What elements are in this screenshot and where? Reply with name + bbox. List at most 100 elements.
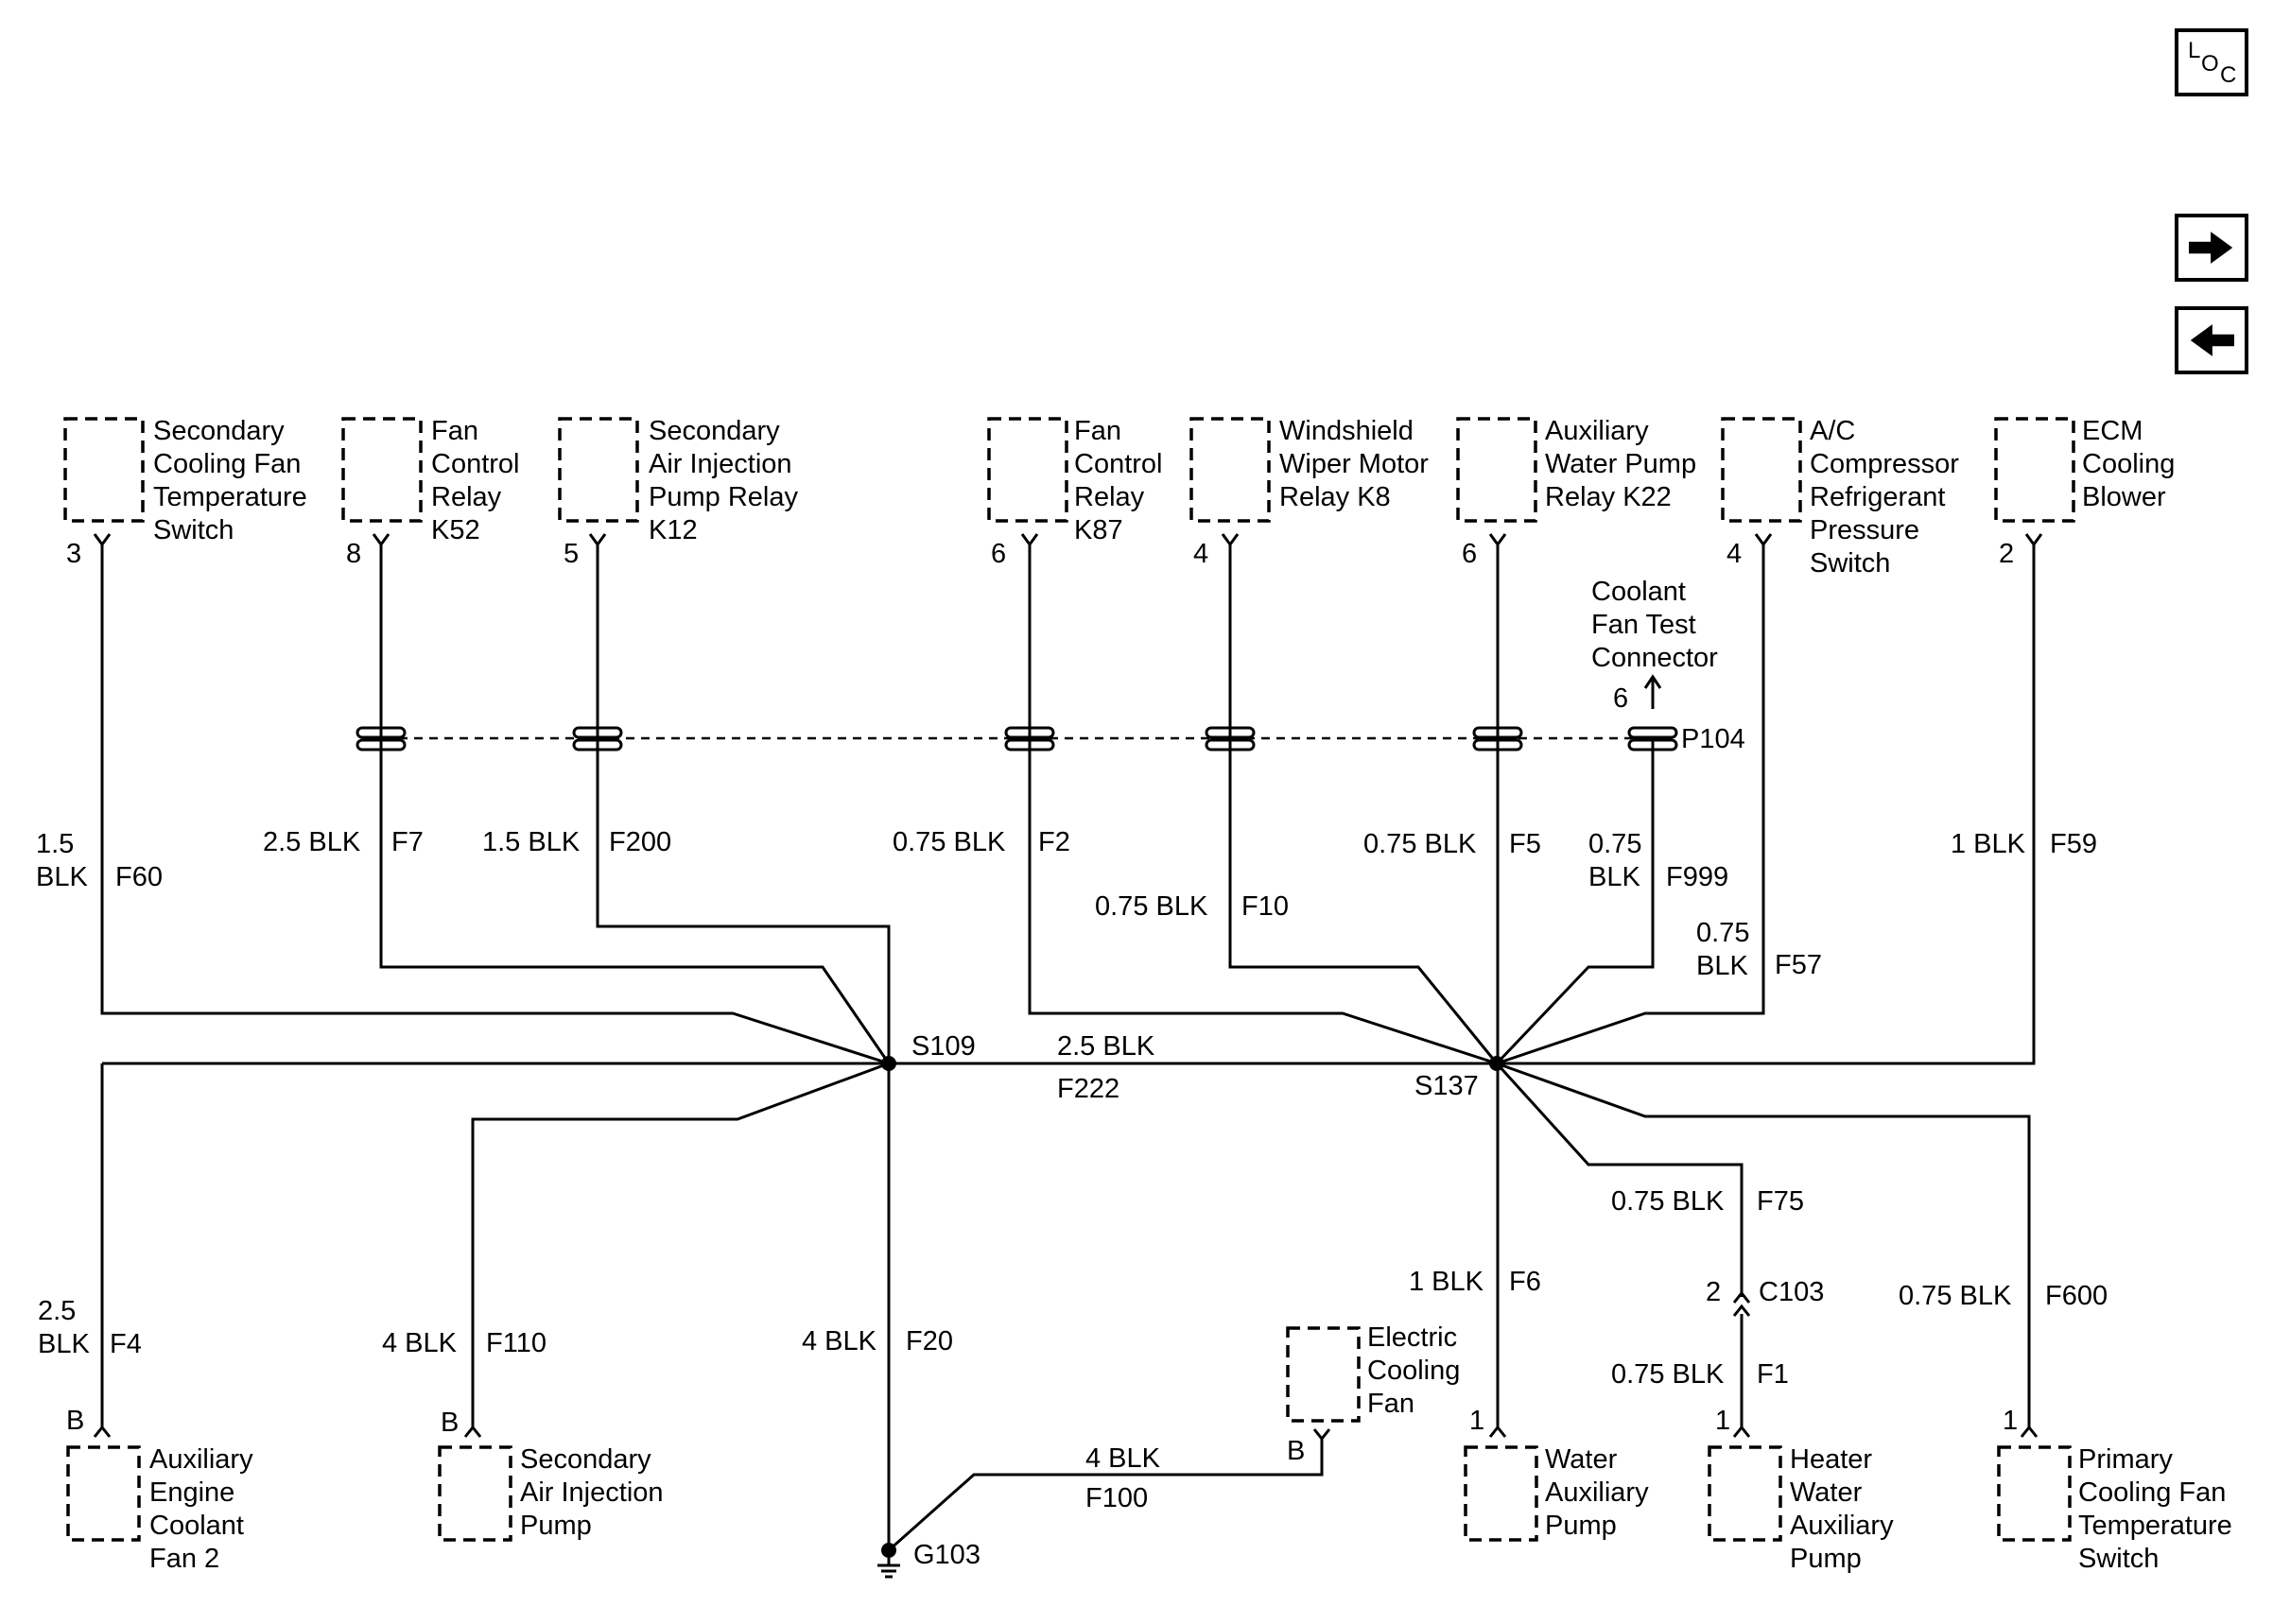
heater-pump-box xyxy=(1708,1445,1782,1542)
s137-wires xyxy=(1028,548,2036,1427)
pin-b-air-pump: B xyxy=(441,1408,459,1438)
f7-gauge: 2.5 BLK xyxy=(263,827,361,857)
f59-label: F59 xyxy=(2050,829,2097,859)
f10-label: F10 xyxy=(1241,891,1289,922)
fan-relay-k52-label: Fan Control Relay K52 xyxy=(431,416,528,545)
fan-relay-k87-label: Fan Control Relay K87 xyxy=(1074,416,1171,545)
pin-4-ac: 4 xyxy=(1726,539,1742,569)
loc-button[interactable]: L O C xyxy=(2175,28,2248,96)
pin-1-water-pump: 1 xyxy=(1469,1406,1484,1436)
pin-4-k8: 4 xyxy=(1193,539,1208,569)
f6-label: F6 xyxy=(1509,1267,1541,1297)
aux-pump-relay-label: Auxiliary Water Pump Relay K22 xyxy=(1545,416,1704,512)
f75-gauge: 0.75 BLK xyxy=(1611,1186,1725,1217)
electric-fan-terminal xyxy=(1312,1428,1331,1442)
sec-air-pump-box xyxy=(438,1445,512,1542)
pin-8: 8 xyxy=(346,539,361,569)
electric-fan-label: Electric Cooling Fan xyxy=(1367,1322,1467,1419)
ecm-blower-box xyxy=(1994,417,2075,523)
ac-switch-label: A/C Compressor Refrigerant Pressure Swit… xyxy=(1810,416,1967,579)
pin-b-aux-fan2: B xyxy=(66,1406,84,1436)
primary-switch-box xyxy=(1997,1445,2072,1542)
aux-coolant-fan2-label: Auxiliary Engine Coolant Fan 2 xyxy=(149,1444,261,1574)
s109-label: S109 xyxy=(911,1031,976,1062)
f1-label: F1 xyxy=(1757,1359,1789,1390)
aux-pump-relay-box xyxy=(1456,417,1537,523)
p104-label: P104 xyxy=(1681,724,1745,754)
loc-l-glyph: L xyxy=(2188,38,2201,63)
up-arrow-icon xyxy=(1643,674,1662,709)
electric-fan-box xyxy=(1286,1326,1361,1423)
f222-label: F222 xyxy=(1057,1074,1119,1104)
f57-gauge: 0.75 BLK xyxy=(1696,918,1758,981)
pin-5: 5 xyxy=(564,539,579,569)
f999-gauge: 0.75 BLK xyxy=(1588,829,1650,892)
f4-gauge: 2.5 BLK xyxy=(38,1296,90,1359)
fan-relay-k87-box xyxy=(987,417,1068,523)
sec-fan-temp-switch-box xyxy=(63,417,145,523)
forward-button[interactable] xyxy=(2175,214,2248,282)
sec-air-pump-relay-label: Secondary Air Injection Pump Relay K12 xyxy=(649,416,806,545)
right-arrow-icon xyxy=(2189,232,2233,264)
f20-gauge: 4 BLK xyxy=(802,1326,877,1356)
f75-label: F75 xyxy=(1757,1186,1804,1217)
pin-3: 3 xyxy=(66,539,81,569)
f6-gauge: 1 BLK xyxy=(1409,1267,1484,1297)
pin-1-primary-switch: 1 xyxy=(2003,1406,2018,1436)
water-aux-pump-box xyxy=(1464,1445,1538,1542)
wiper-relay-box xyxy=(1189,417,1271,523)
f600-gauge: 0.75 BLK xyxy=(1899,1281,2012,1311)
pin-6-test: 6 xyxy=(1613,683,1628,714)
heater-pump-label: Heater Water Auxiliary Pump xyxy=(1790,1444,1901,1574)
primary-switch-label: Primary Cooling Fan Temperature Switch xyxy=(2078,1444,2240,1574)
f100-gauge: 4 BLK xyxy=(1085,1443,1161,1474)
f100-label: F100 xyxy=(1085,1483,1148,1513)
s109-splice xyxy=(881,1056,896,1071)
f110-label: F110 xyxy=(486,1328,547,1358)
coolant-test-label: Coolant Fan Test Connector xyxy=(1591,577,1718,673)
f60-gauge: 1.5 BLK xyxy=(36,829,88,892)
c103-label: C103 xyxy=(1759,1277,1824,1307)
f999-label: F999 xyxy=(1666,862,1728,892)
f2-label: F2 xyxy=(1038,827,1070,857)
loc-o-glyph: O xyxy=(2201,51,2219,77)
f57-label: F57 xyxy=(1775,950,1822,980)
f110-gauge: 4 BLK xyxy=(382,1328,458,1358)
top-terminals xyxy=(93,533,2043,548)
f200-label: F200 xyxy=(609,827,671,857)
ecm-blower-label: ECM Cooling Blower xyxy=(2082,416,2182,512)
pin-2-ecm: 2 xyxy=(1999,539,2014,569)
f7-label: F7 xyxy=(391,827,424,857)
g103-label: G103 xyxy=(913,1540,980,1570)
pin-b-fan: B xyxy=(1287,1436,1305,1466)
pin-1-heater-pump: 1 xyxy=(1715,1406,1730,1436)
aux-coolant-fan2-box xyxy=(66,1445,141,1542)
ac-switch-box xyxy=(1721,417,1802,523)
back-button[interactable] xyxy=(2175,306,2248,374)
f10-gauge: 0.75 BLK xyxy=(1095,891,1208,922)
bottom-terminals xyxy=(93,1425,2039,1438)
s109-wires xyxy=(100,548,1497,1552)
g103-ground-point xyxy=(881,1543,896,1558)
f1-gauge: 0.75 BLK xyxy=(1611,1359,1725,1390)
s137-label: S137 xyxy=(1414,1071,1479,1101)
f60-label: F60 xyxy=(115,862,163,892)
f20-label: F20 xyxy=(906,1326,953,1356)
c103-pin-2: 2 xyxy=(1706,1277,1721,1307)
f5-gauge: 0.75 BLK xyxy=(1363,829,1477,859)
f4-label: F4 xyxy=(110,1329,142,1359)
fan-relay-k52-box xyxy=(341,417,423,523)
left-arrow-icon xyxy=(2190,324,2234,356)
sec-fan-temp-switch-label: Secondary Cooling Fan Temperature Switch xyxy=(153,416,315,545)
f222-gauge: 2.5 BLK xyxy=(1057,1031,1155,1062)
pin-6-k87: 6 xyxy=(991,539,1006,569)
s137-splice xyxy=(1489,1056,1504,1071)
c103-connector-icon xyxy=(1732,1290,1751,1317)
pin-6-k22: 6 xyxy=(1462,539,1477,569)
sec-air-pump-label: Secondary Air Injection Pump xyxy=(520,1444,671,1541)
f2-gauge: 0.75 BLK xyxy=(893,827,1006,857)
sec-air-pump-relay-box xyxy=(558,417,639,523)
water-aux-pump-label: Water Auxiliary Pump xyxy=(1545,1444,1657,1541)
loc-c-glyph: C xyxy=(2220,62,2237,88)
